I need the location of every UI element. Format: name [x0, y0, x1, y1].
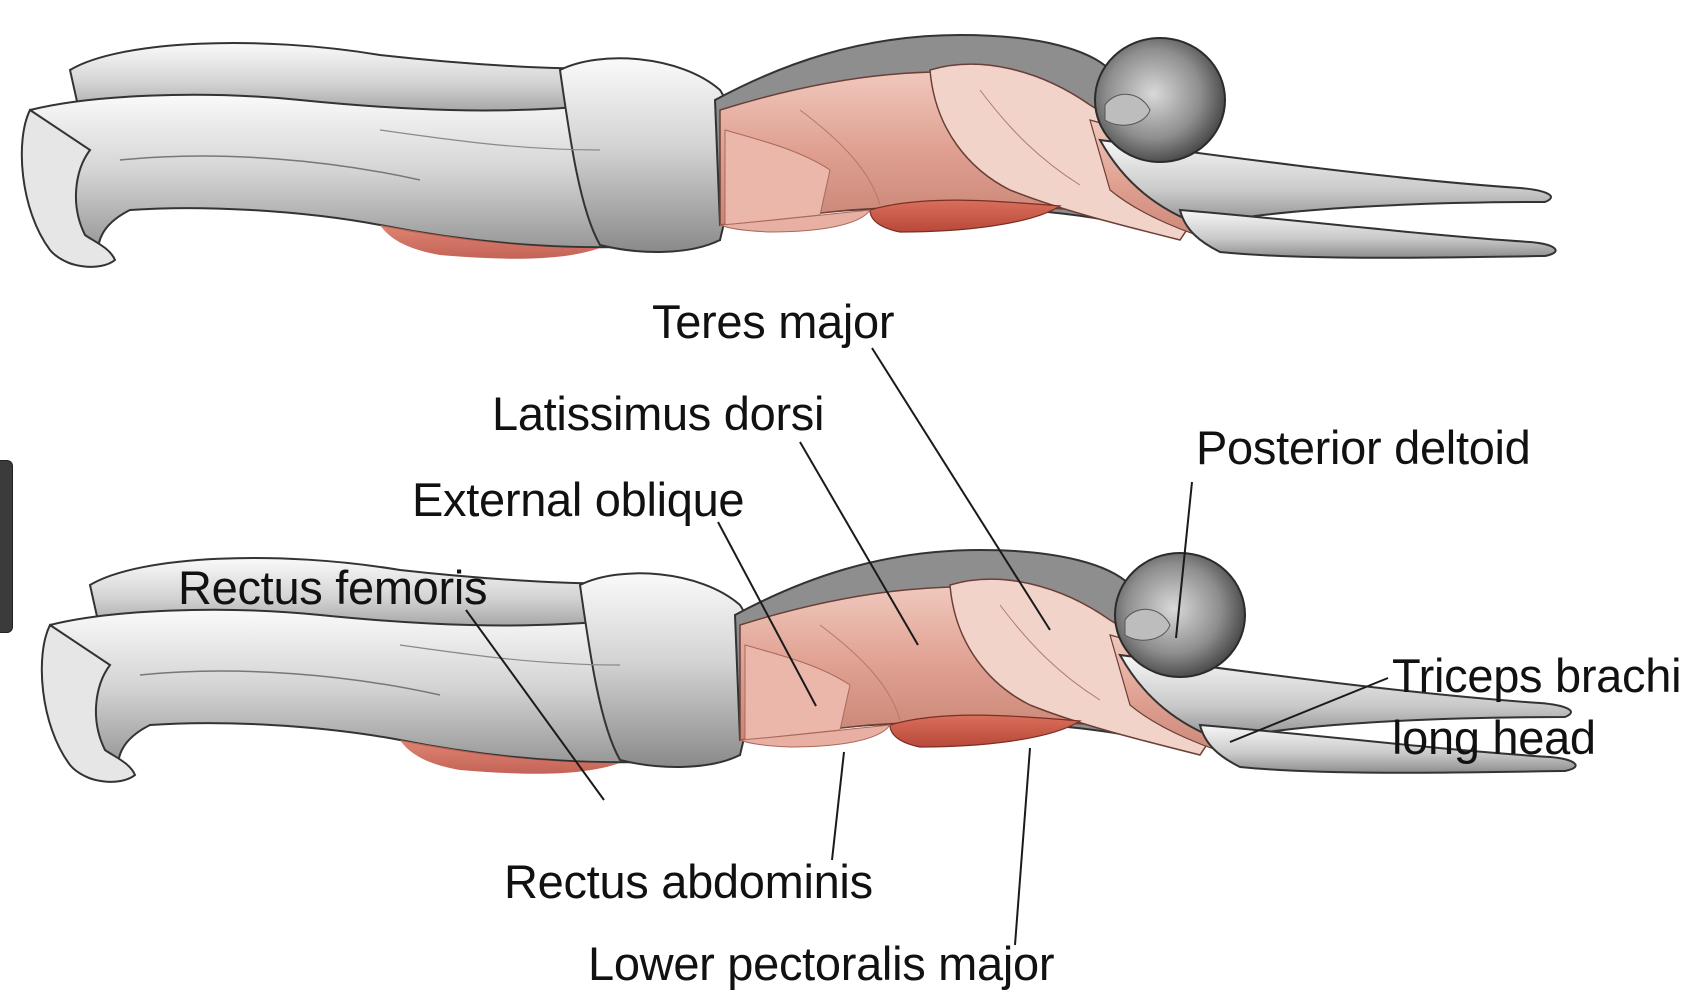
leader-external-oblique — [717, 521, 817, 707]
label-teres-major: Teres major — [652, 295, 895, 348]
label-triceps-line2: long head — [1392, 711, 1596, 764]
label-external-oblique: External oblique — [412, 473, 745, 526]
panel-handle-icon[interactable] — [0, 460, 13, 633]
leader-posterior-deltoid — [1175, 481, 1193, 639]
label-rectus-femoris: Rectus femoris — [178, 561, 488, 614]
leader-rectus-femoris — [465, 609, 605, 801]
leader-latissimus-dorsi — [799, 441, 919, 646]
label-lower-pectoralis-major: Lower pectoralis major — [588, 937, 1055, 990]
leader-lower-pectoralis — [1014, 747, 1031, 946]
label-triceps-line1: Triceps brachii, — [1392, 649, 1684, 702]
label-latissimus-dorsi: Latissimus dorsi — [492, 387, 825, 440]
leader-lines — [465, 347, 1389, 946]
leader-triceps — [1229, 677, 1389, 743]
figure-top — [20, 34, 1557, 268]
leader-teres-major — [871, 347, 1051, 631]
leader-rectus-abdominis — [831, 751, 845, 861]
label-rectus-abdominis: Rectus abdominis — [504, 855, 873, 908]
label-posterior-deltoid: Posterior deltoid — [1196, 421, 1531, 474]
